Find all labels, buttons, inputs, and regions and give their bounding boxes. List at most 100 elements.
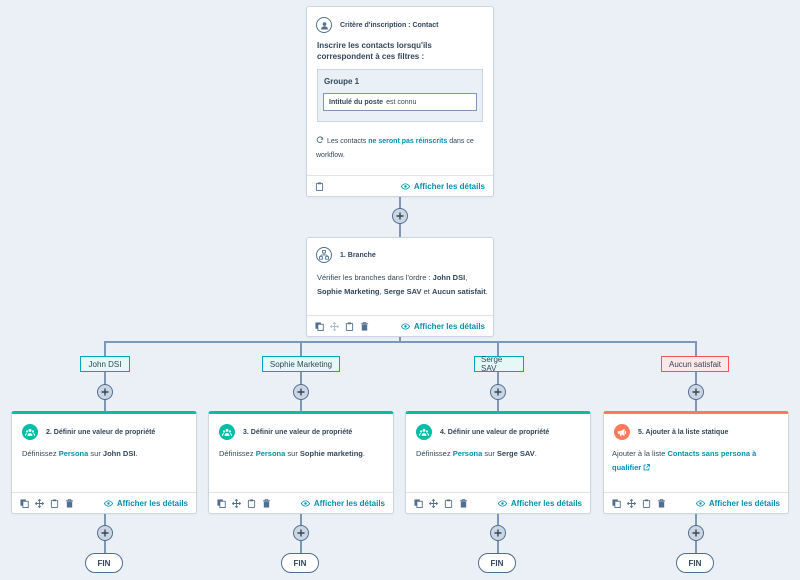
details-label: Afficher les détails bbox=[708, 498, 780, 508]
trigger-footer: Afficher les détails bbox=[307, 175, 493, 196]
eye-icon bbox=[400, 322, 410, 330]
action-card-3[interactable]: 4. Définir une valeur de propriété Défin… bbox=[405, 411, 591, 514]
trash-icon[interactable] bbox=[65, 498, 74, 508]
action-footer-3: Afficher les détails bbox=[406, 492, 590, 513]
branch-name-4: Aucun satisfait bbox=[431, 287, 486, 296]
clipboard-icon[interactable] bbox=[50, 498, 59, 508]
plus-icon bbox=[297, 388, 305, 396]
trash-icon[interactable] bbox=[360, 321, 369, 331]
add-action-button-3[interactable] bbox=[490, 384, 506, 400]
filter-group[interactable]: Groupe 1 Intitulé du poste est connu bbox=[317, 69, 483, 122]
trash-icon[interactable] bbox=[262, 498, 271, 508]
action-details-link-3[interactable]: Afficher les détails bbox=[497, 498, 582, 508]
action-value: Sophie marketing bbox=[299, 449, 363, 458]
move-icon[interactable] bbox=[35, 498, 44, 508]
branch-label-4[interactable]: Aucun satisfait bbox=[661, 356, 729, 372]
add-action-button[interactable] bbox=[392, 208, 408, 224]
eye-icon bbox=[497, 499, 507, 507]
clipboard-icon[interactable] bbox=[642, 498, 651, 508]
action-description-2: Définissez Persona sur Sophie marketing. bbox=[219, 447, 387, 461]
end-node-1: FIN bbox=[85, 553, 123, 573]
branch-text-prefix: Vérifier les branches dans l'ordre : bbox=[317, 273, 431, 282]
branch-name-3: Serge SAV bbox=[383, 287, 422, 296]
action-details-link-4[interactable]: Afficher les détails bbox=[695, 498, 780, 508]
plus-icon bbox=[692, 388, 700, 396]
megaphone-icon bbox=[614, 424, 630, 440]
clipboard-icon[interactable] bbox=[345, 321, 354, 331]
action-card-4[interactable]: 5. Ajouter à la liste statique Ajouter à… bbox=[603, 411, 789, 514]
action-mid: sur bbox=[287, 449, 298, 458]
copy-icon[interactable] bbox=[414, 498, 423, 508]
branch-label-3[interactable]: Serge SAV bbox=[474, 355, 524, 373]
branch-details-link[interactable]: Afficher les détails bbox=[400, 322, 485, 331]
copy-icon[interactable] bbox=[217, 498, 226, 508]
action-end: . bbox=[362, 449, 365, 458]
eye-icon bbox=[103, 499, 113, 507]
copy-icon[interactable] bbox=[315, 321, 324, 331]
trash-icon[interactable] bbox=[657, 498, 666, 508]
trash-icon[interactable] bbox=[459, 498, 468, 508]
action-footer-1: Afficher les détails bbox=[12, 492, 196, 513]
add-action-button-end-1[interactable] bbox=[97, 525, 113, 541]
branch-sep-1: , bbox=[465, 273, 468, 282]
trigger-title: Critère d'inscription : Contact bbox=[340, 21, 439, 29]
details-label: Afficher les détails bbox=[413, 181, 485, 191]
reenroll-prefix: Les contacts bbox=[327, 138, 367, 145]
plus-icon bbox=[494, 529, 502, 537]
details-label: Afficher les détails bbox=[510, 498, 582, 508]
action-description-4: Ajouter à la liste Contacts sans persona… bbox=[612, 447, 782, 475]
move-icon[interactable] bbox=[232, 498, 241, 508]
eye-icon bbox=[400, 182, 410, 190]
add-action-button-1[interactable] bbox=[97, 384, 113, 400]
branch-footer: Afficher les détails bbox=[307, 315, 493, 336]
clipboard-icon[interactable] bbox=[247, 498, 256, 508]
persona-link[interactable]: Persona bbox=[452, 449, 483, 458]
plus-icon bbox=[101, 529, 109, 537]
copy-icon[interactable] bbox=[20, 498, 29, 508]
add-action-button-4[interactable] bbox=[688, 384, 704, 400]
filter-operator: est connu bbox=[386, 98, 417, 106]
branch-icon bbox=[316, 247, 332, 263]
add-action-button-end-4[interactable] bbox=[688, 525, 704, 541]
copy-icon[interactable] bbox=[612, 498, 621, 508]
details-label: Afficher les détails bbox=[313, 498, 385, 508]
persona-link[interactable]: Persona bbox=[58, 449, 89, 458]
people-icon bbox=[219, 424, 235, 440]
filter-condition[interactable]: Intitulé du poste est connu bbox=[323, 93, 477, 111]
trigger-heading: Inscrire les contacts lorsqu'ils corresp… bbox=[317, 41, 432, 61]
eye-icon bbox=[300, 499, 310, 507]
static-list-link[interactable]: Contacts sans persona à qualifier bbox=[612, 449, 757, 472]
move-icon[interactable] bbox=[627, 498, 636, 508]
add-action-button-end-2[interactable] bbox=[293, 525, 309, 541]
add-action-button-end-3[interactable] bbox=[490, 525, 506, 541]
enrollment-trigger-card[interactable]: Critère d'inscription : Contact Inscrire… bbox=[306, 6, 494, 197]
people-icon bbox=[22, 424, 38, 440]
branch-description: Vérifier les branches dans l'ordre : Joh… bbox=[317, 271, 489, 299]
branch-label-1[interactable]: John DSI bbox=[80, 356, 130, 372]
action-description-3: Définissez Persona sur Serge SAV. bbox=[416, 447, 584, 461]
refresh-icon bbox=[316, 136, 324, 143]
action-title-4: 5. Ajouter à la liste statique bbox=[638, 428, 729, 436]
action-value: Serge SAV bbox=[496, 449, 535, 458]
action-footer-4: Afficher les détails bbox=[604, 492, 788, 513]
people-icon bbox=[416, 424, 432, 440]
clipboard-icon[interactable] bbox=[444, 498, 453, 508]
action-details-link-1[interactable]: Afficher les détails bbox=[103, 498, 188, 508]
action-details-link-2[interactable]: Afficher les détails bbox=[300, 498, 385, 508]
branch-label-2[interactable]: Sophie Marketing bbox=[262, 356, 340, 372]
plus-icon bbox=[297, 529, 305, 537]
trigger-details-link[interactable]: Afficher les détails bbox=[400, 181, 485, 191]
branch-card[interactable]: 1. Branche Vérifier les branches dans l'… bbox=[306, 237, 494, 337]
branch-and: et bbox=[423, 287, 430, 296]
action-end: . bbox=[534, 449, 537, 458]
reenroll-note: Les contacts ne seront pas réinscrits da… bbox=[316, 135, 492, 163]
action-card-1[interactable]: 2. Définir une valeur de propriété Défin… bbox=[11, 411, 197, 514]
clipboard-icon[interactable] bbox=[315, 181, 324, 191]
move-icon[interactable] bbox=[429, 498, 438, 508]
external-link-icon[interactable] bbox=[643, 464, 651, 471]
reenroll-link[interactable]: ne seront pas réinscrits bbox=[368, 138, 448, 145]
add-action-button-2[interactable] bbox=[293, 384, 309, 400]
action-card-2[interactable]: 3. Définir une valeur de propriété Défin… bbox=[208, 411, 394, 514]
details-label: Afficher les détails bbox=[116, 498, 188, 508]
persona-link[interactable]: Persona bbox=[255, 449, 286, 458]
